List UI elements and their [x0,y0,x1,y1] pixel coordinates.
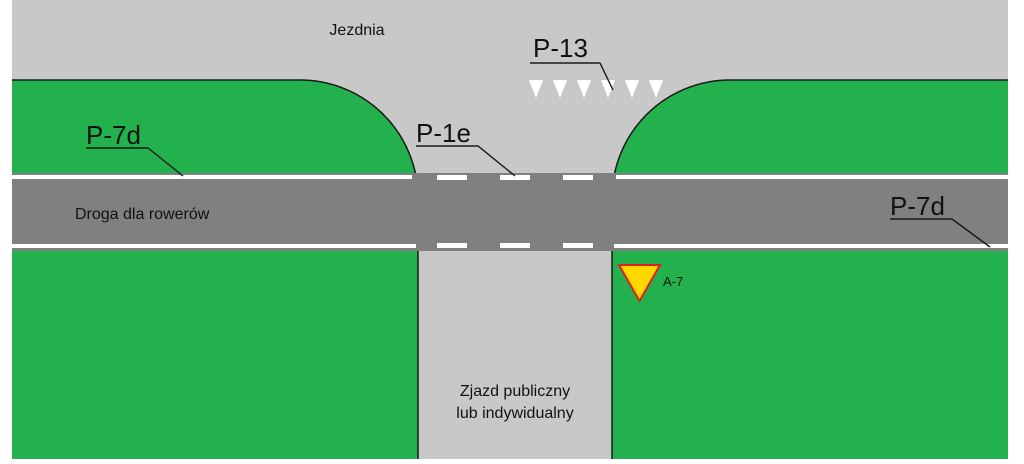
grass-left [12,80,418,459]
p7d-edge-lines [12,175,1008,248]
bike-path-right [612,173,1008,251]
label-droga-dla-rowerow: Droga dla rowerów [75,206,210,223]
grass-right [612,80,1008,459]
label-p1e: P-1e [416,118,471,148]
yield-triangle-icon [617,264,662,304]
label-jezdnia: Jezdnia [329,22,384,39]
bike-crossing [418,173,612,251]
label-a7: A-7 [663,274,683,289]
p1e-dashed-lines [437,175,593,248]
label-zjazd-line2: lub indywidualny [456,405,573,422]
bike-path-left [12,173,418,251]
label-p7d-left: P-7d [86,120,141,150]
label-zjazd-line1: Zjazd publiczny [460,383,570,400]
label-p7d-right: P-7d [890,191,945,221]
leader-lines [86,62,991,248]
label-p13: P-13 [533,33,588,63]
p13-shark-teeth-marking [529,80,663,98]
